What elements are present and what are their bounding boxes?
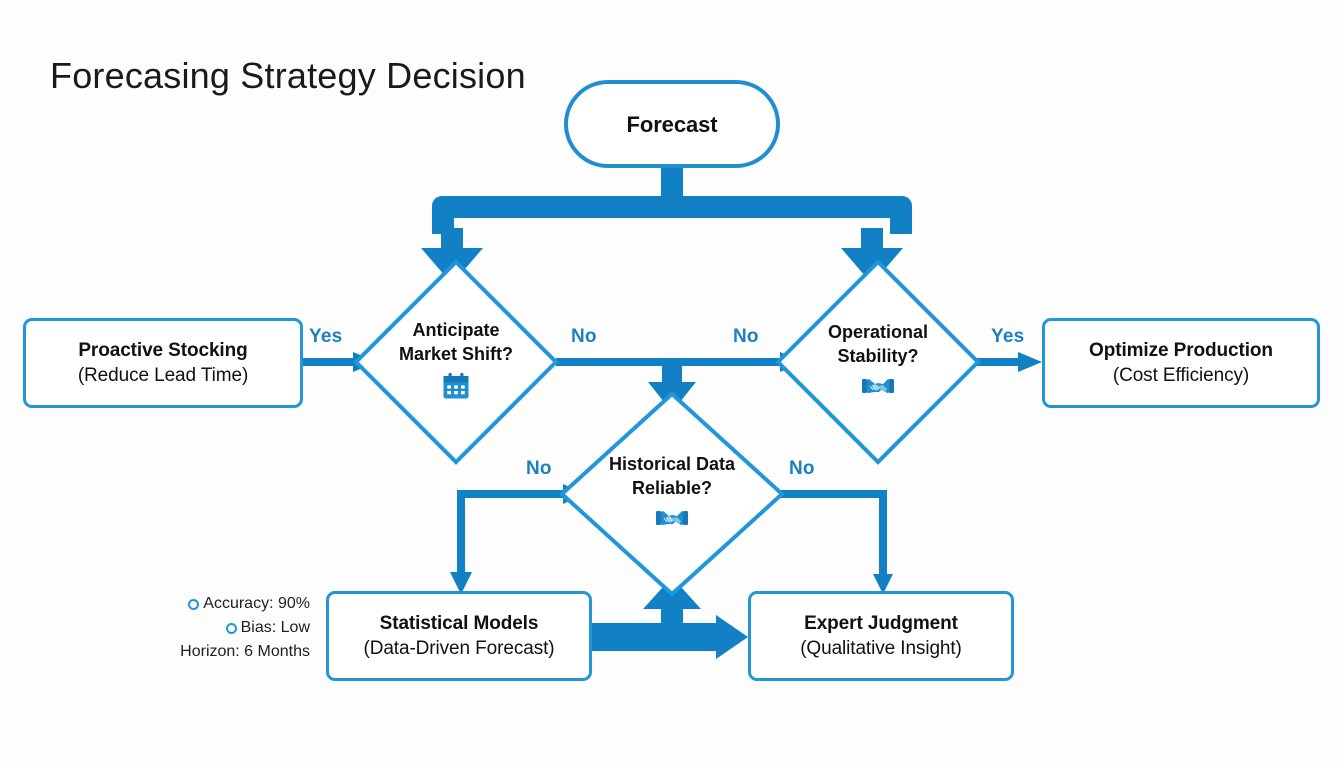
edge-label-no-historical-left: No	[526, 458, 552, 479]
page-title: Forecasing Strategy Decision	[50, 55, 526, 96]
edge-label-no-historical-right: No	[789, 458, 815, 479]
node-proactive-stocking[interactable]: Proactive Stocking (Reduce Lead Time)	[23, 318, 303, 408]
diamond-outline-historical	[559, 391, 785, 597]
node-historical-data-reliable-line1: Historical Data	[608, 454, 736, 474]
metrics-legend: Accuracy: 90% Bias: Low Horizon: 6 Month…	[150, 592, 310, 664]
node-optimize-production-subtitle: (Cost Efficiency)	[1112, 365, 1250, 386]
node-operational-stability-line2: Stability?	[837, 346, 919, 366]
legend-row-text: Bias: Low	[240, 619, 310, 636]
node-statistical-models-title: Statistical Models	[379, 613, 539, 634]
calendar-icon	[441, 371, 471, 406]
node-anticipate-market-shift-line1: Anticipate	[412, 320, 500, 340]
edge-no-right-to-expert	[779, 490, 893, 594]
handshake-icon	[861, 373, 895, 404]
legend-row-text: Horizon: 6 Months	[180, 643, 310, 660]
node-statistical-models-subtitle: (Data-Driven Forecast)	[363, 638, 555, 659]
diamond-outline-stability	[775, 259, 981, 465]
node-expert-judgment[interactable]: Expert Judgment (Qualitative Insight)	[748, 591, 1014, 681]
node-anticipate-market-shift[interactable]: Anticipate Market Shift?	[356, 262, 556, 462]
node-optimize-production[interactable]: Optimize Production (Cost Efficiency)	[1042, 318, 1320, 408]
edge-statistical-to-expert	[592, 577, 748, 659]
node-expert-judgment-title: Expert Judgment	[804, 613, 958, 634]
node-operational-stability-line1: Operational	[827, 322, 929, 342]
node-forecast-start[interactable]: Forecast	[564, 80, 780, 168]
node-anticipate-market-shift-line2: Market Shift?	[398, 344, 513, 364]
diamond-outline-anticipate	[353, 259, 559, 465]
node-historical-data-reliable-line2: Reliable?	[631, 478, 713, 498]
node-operational-stability[interactable]: Operational Stability?	[778, 262, 978, 462]
handshake-icon	[655, 505, 689, 536]
legend-row: Horizon: 6 Months	[150, 640, 310, 664]
circle-bullet-icon	[225, 622, 237, 634]
edge-no-drop-historical	[648, 358, 696, 412]
node-statistical-models[interactable]: Statistical Models (Data-Driven Forecast…	[326, 591, 592, 681]
node-historical-data-reliable[interactable]: Historical Data Reliable?	[562, 394, 782, 594]
legend-row: Bias: Low	[150, 616, 310, 640]
node-proactive-stocking-subtitle: (Reduce Lead Time)	[77, 365, 249, 386]
edge-forecast-split	[421, 163, 912, 284]
legend-row: Accuracy: 90%	[150, 592, 310, 616]
node-proactive-stocking-title: Proactive Stocking	[78, 340, 248, 361]
edge-label-no-to-stability: No	[733, 326, 759, 347]
circle-bullet-icon	[188, 598, 200, 610]
edge-yes-right	[968, 352, 1042, 372]
node-forecast-label: Forecast	[626, 111, 718, 137]
edge-label-yes-right: Yes	[991, 326, 1025, 347]
legend-row-text: Accuracy: 90%	[203, 595, 310, 612]
edge-label-no-market-shift: No	[571, 326, 597, 347]
edge-label-yes-left: Yes	[309, 326, 343, 347]
node-expert-judgment-subtitle: (Qualitative Insight)	[800, 638, 962, 659]
node-optimize-production-title: Optimize Production	[1089, 340, 1273, 361]
